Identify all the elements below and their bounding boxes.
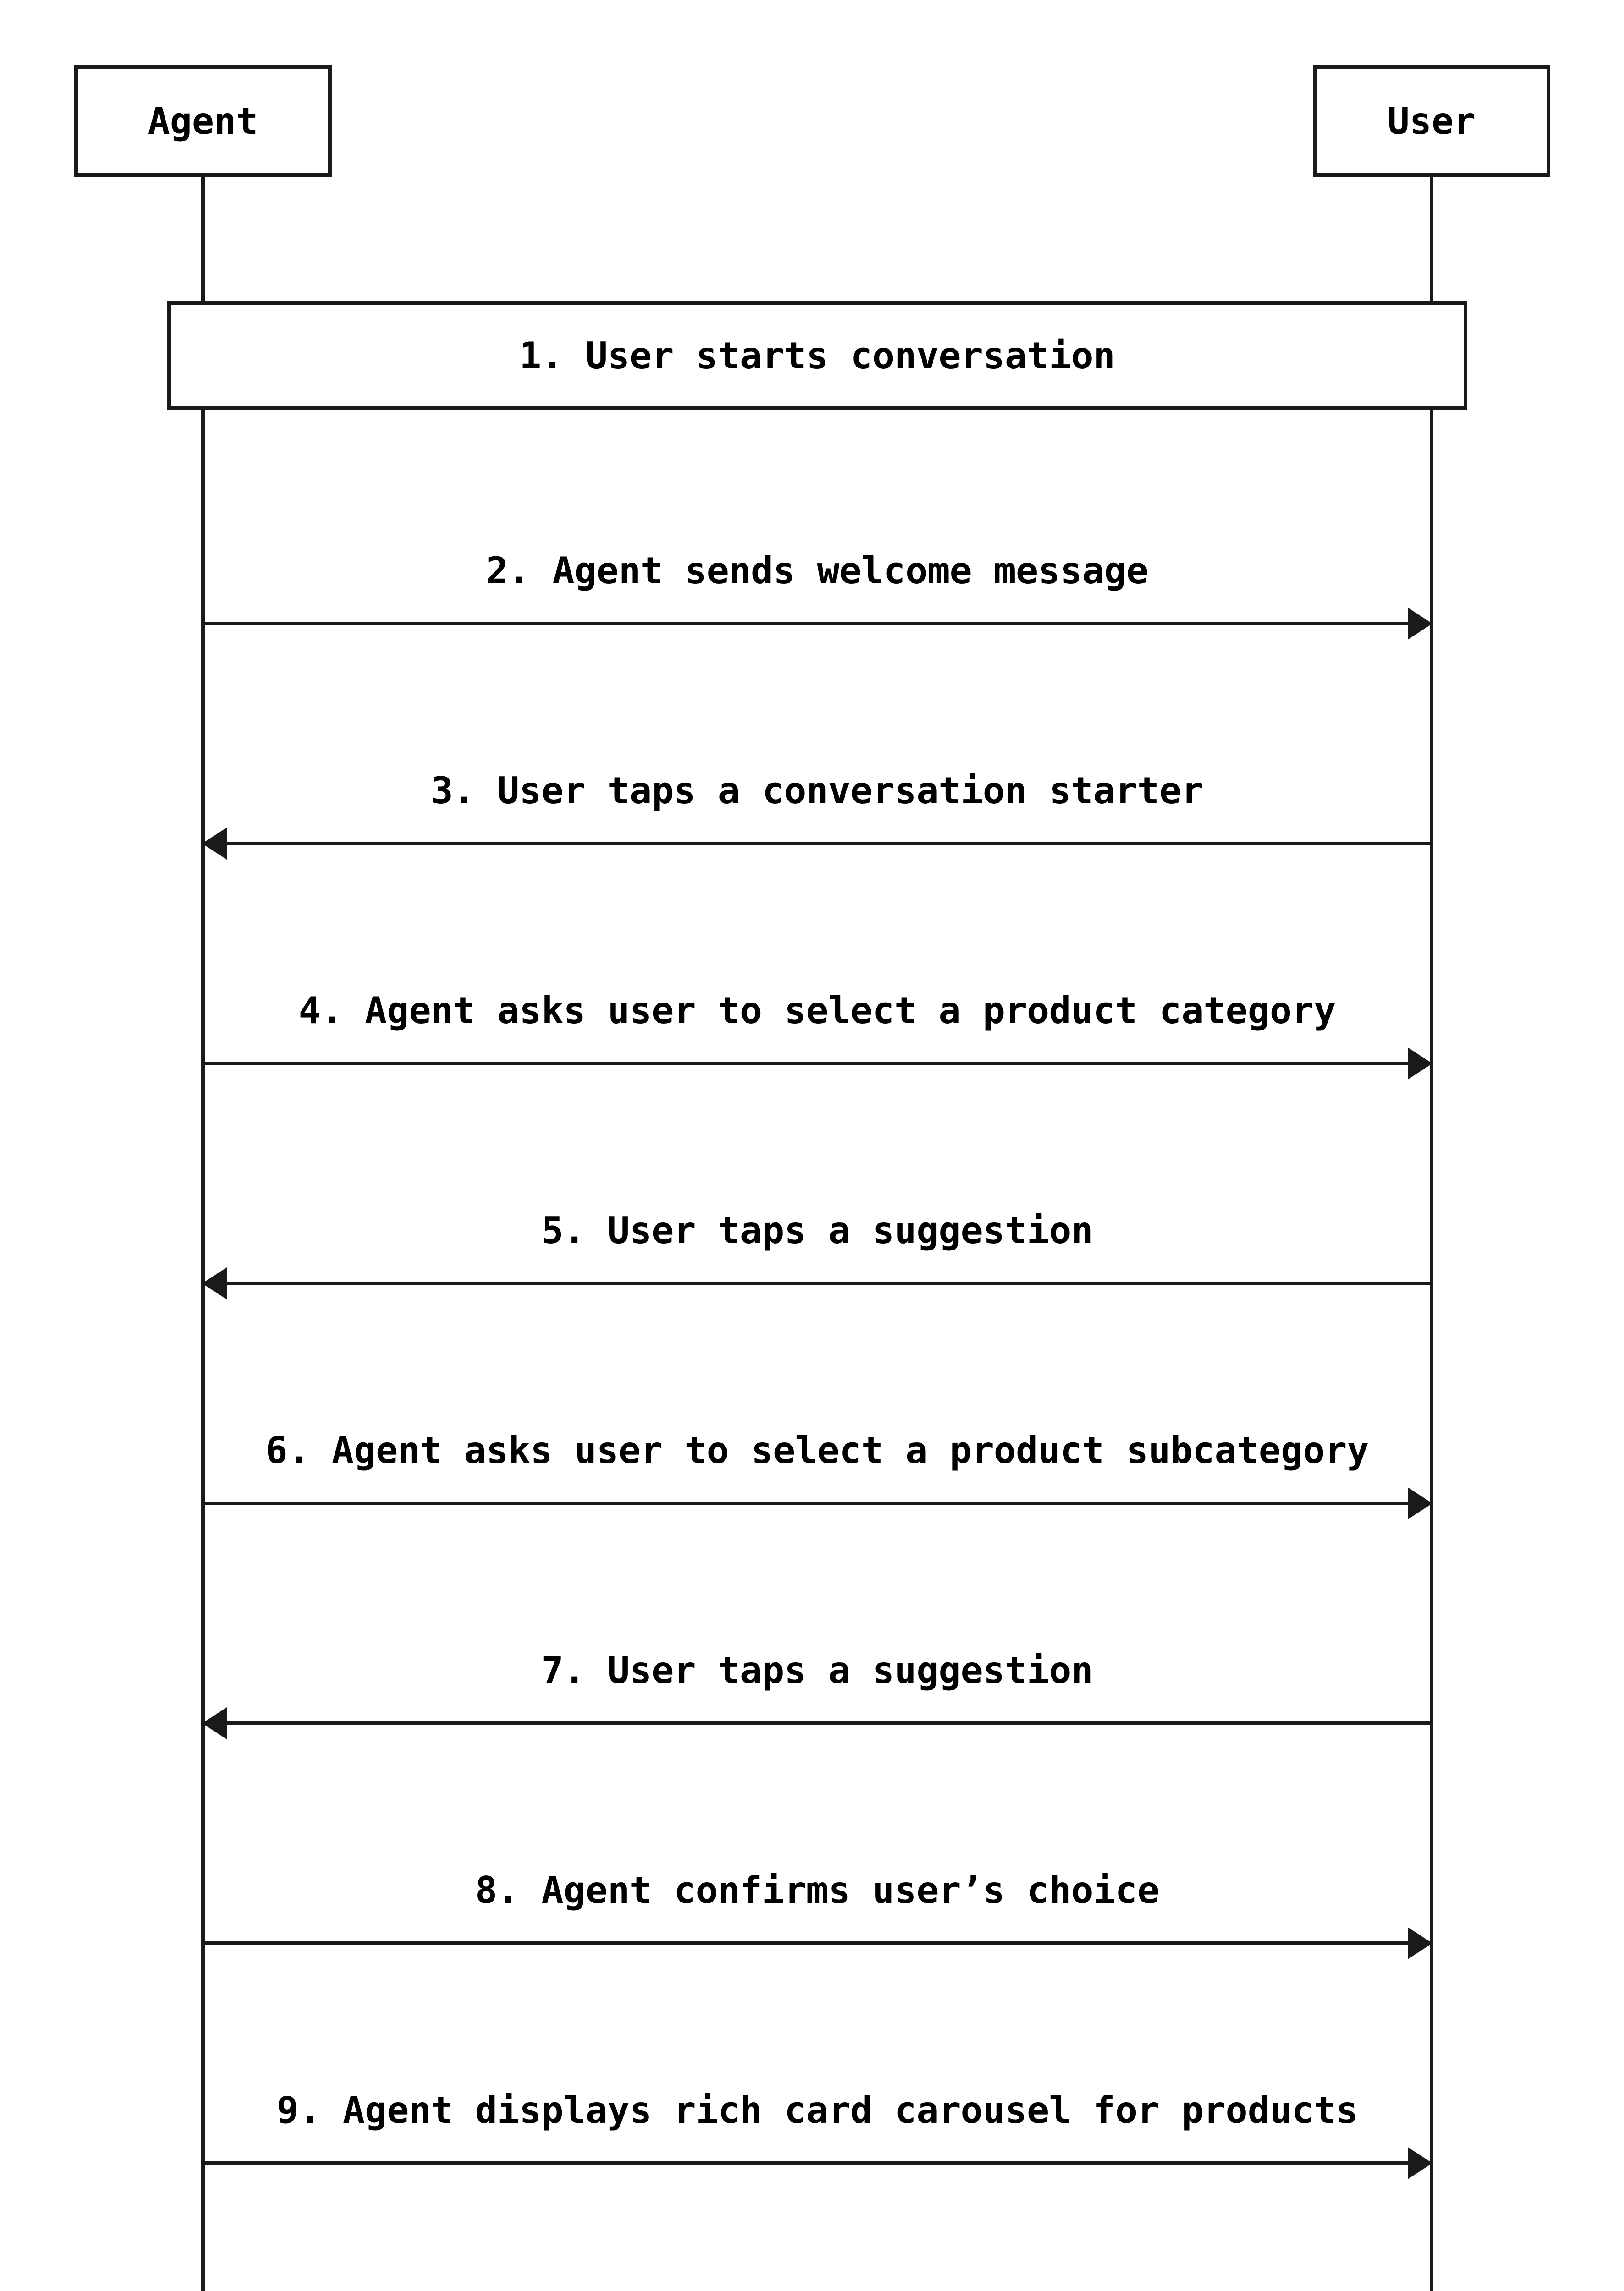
arrowhead-right-icon [1408, 1487, 1432, 1519]
message-label: 3. User taps a conversation starter [431, 769, 1204, 812]
note-box-step-1: 1. User starts conversation [167, 301, 1467, 410]
message-line [203, 1721, 1432, 1725]
arrowhead-right-icon [1408, 608, 1432, 640]
arrowhead-right-icon [1408, 1047, 1432, 1080]
arrowhead-left-icon [202, 1707, 227, 1739]
message-arrow-9: 9. Agent displays rich card carousel for… [203, 2039, 1432, 2179]
message-label: 5. User taps a suggestion [541, 1209, 1093, 1252]
arrowhead-right-icon [1408, 1927, 1432, 1959]
message-line [203, 842, 1432, 845]
message-label: 2. Agent sends welcome message [486, 549, 1148, 592]
arrowhead-left-icon [202, 828, 227, 860]
actor-box-agent-top: Agent [74, 65, 332, 177]
message-line [203, 1941, 1432, 1945]
actor-label-agent: Agent [148, 99, 258, 143]
message-line [203, 1282, 1432, 1285]
message-label: 9. Agent displays rich card carousel for… [276, 2089, 1358, 2132]
message-label: 4. Agent asks user to select a product c… [298, 989, 1336, 1032]
message-arrow-4: 4. Agent asks user to select a product c… [203, 939, 1432, 1080]
message-line [203, 2161, 1432, 2165]
arrowhead-left-icon [202, 1267, 227, 1299]
arrowhead-right-icon [1408, 2147, 1432, 2179]
note-label: 1. User starts conversation [519, 334, 1115, 377]
message-arrow-2: 2. Agent sends welcome message [203, 499, 1432, 640]
message-label: 6. Agent asks user to select a product s… [265, 1429, 1369, 1472]
message-arrow-3: 3. User taps a conversation starter [202, 719, 1432, 860]
lifeline-user [1430, 177, 1433, 2291]
message-line [203, 1502, 1432, 1505]
message-label: 8. Agent confirms user’s choice [475, 1869, 1160, 1912]
actor-box-user-top: User [1313, 65, 1550, 177]
lifeline-agent [201, 177, 205, 2291]
message-arrow-8: 8. Agent confirms user’s choice [203, 1819, 1432, 1959]
message-arrow-10: 10. User selects a product [203, 2258, 1432, 2291]
message-label: 7. User taps a suggestion [541, 1649, 1093, 1692]
actor-label-user: User [1387, 99, 1476, 143]
message-arrow-6: 6. Agent asks user to select a product s… [203, 1379, 1432, 1519]
message-line [203, 622, 1432, 625]
message-arrow-7: 7. User taps a suggestion [202, 1599, 1432, 1739]
message-arrow-5: 5. User taps a suggestion [202, 1159, 1432, 1299]
message-line [203, 1062, 1432, 1065]
